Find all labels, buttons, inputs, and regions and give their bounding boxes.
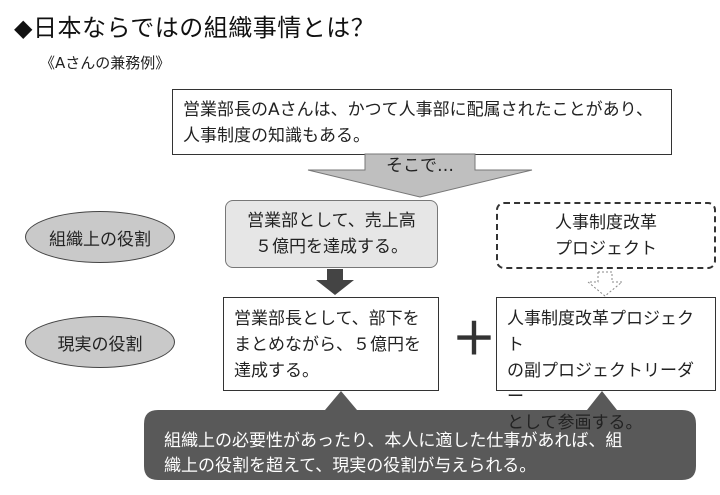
down-arrow-icon xyxy=(316,269,354,295)
hr-project-line-1: 人事制度改革 xyxy=(555,213,657,233)
hr-project-line-2: プロジェクト xyxy=(555,239,657,259)
actual-sales-role-box: 営業部長として、部下を まとめながら、５億円を 達成する。 xyxy=(223,297,439,391)
example-subtitle: 《Aさんの兼務例》 xyxy=(40,54,171,72)
hr-project-box: 人事制度改革 プロジェクト xyxy=(496,202,716,269)
premise-line-2: 人事制度の知識もある。 xyxy=(183,126,370,146)
org-role-sales-box: 営業部として、売上高 ５億円を達成する。 xyxy=(225,200,438,268)
transition-label: そこで… xyxy=(386,156,454,176)
actual-role-label: 現実の役割 xyxy=(25,316,175,368)
actual-sales-line-2: まとめながら、５億円を xyxy=(234,335,421,355)
conclusion-line-1: 組織上の必要性があったり、本人に適した仕事があれば、組 xyxy=(164,431,623,451)
actual-hr-line-1: 人事制度改革プロジェクト xyxy=(507,309,694,355)
actual-sales-line-1: 営業部長として、部下を xyxy=(234,309,420,329)
conclusion-callout-shape xyxy=(144,391,696,480)
actual-hr-line-2: の副プロジェクトリーダー xyxy=(507,361,694,407)
org-role-line-2: ５億円を達成する。 xyxy=(255,237,408,257)
plus-icon: ＋ xyxy=(452,314,496,365)
dotted-down-arrow-icon xyxy=(586,271,624,297)
premise-box: 営業部長のAさんは、かつて人事部に配属されたことがあり、 人事制度の知識もある。 xyxy=(172,89,672,155)
actual-hr-line-3: として参画する。 xyxy=(507,413,643,433)
premise-line-1: 営業部長のAさんは、かつて人事部に配属されたことがあり、 xyxy=(183,100,653,120)
conclusion-line-2: 織上の役割を超えて、現実の役割が与えられる。 xyxy=(164,456,537,476)
conclusion-text: 組織上の必要性があったり、本人に適した仕事があれば、組 織上の役割を超えて、現実… xyxy=(164,429,684,479)
org-role-line-1: 営業部として、売上高 xyxy=(247,211,416,231)
actual-sales-line-3: 達成する。 xyxy=(234,361,319,381)
actual-hr-role-box: 人事制度改革プロジェクト の副プロジェクトリーダー として参画する。 xyxy=(496,297,716,433)
transition-arrow xyxy=(307,153,533,198)
page-title: ◆日本ならではの組織事情とは？ xyxy=(14,14,376,42)
organizational-role-label: 組織上の役割 xyxy=(25,211,175,263)
